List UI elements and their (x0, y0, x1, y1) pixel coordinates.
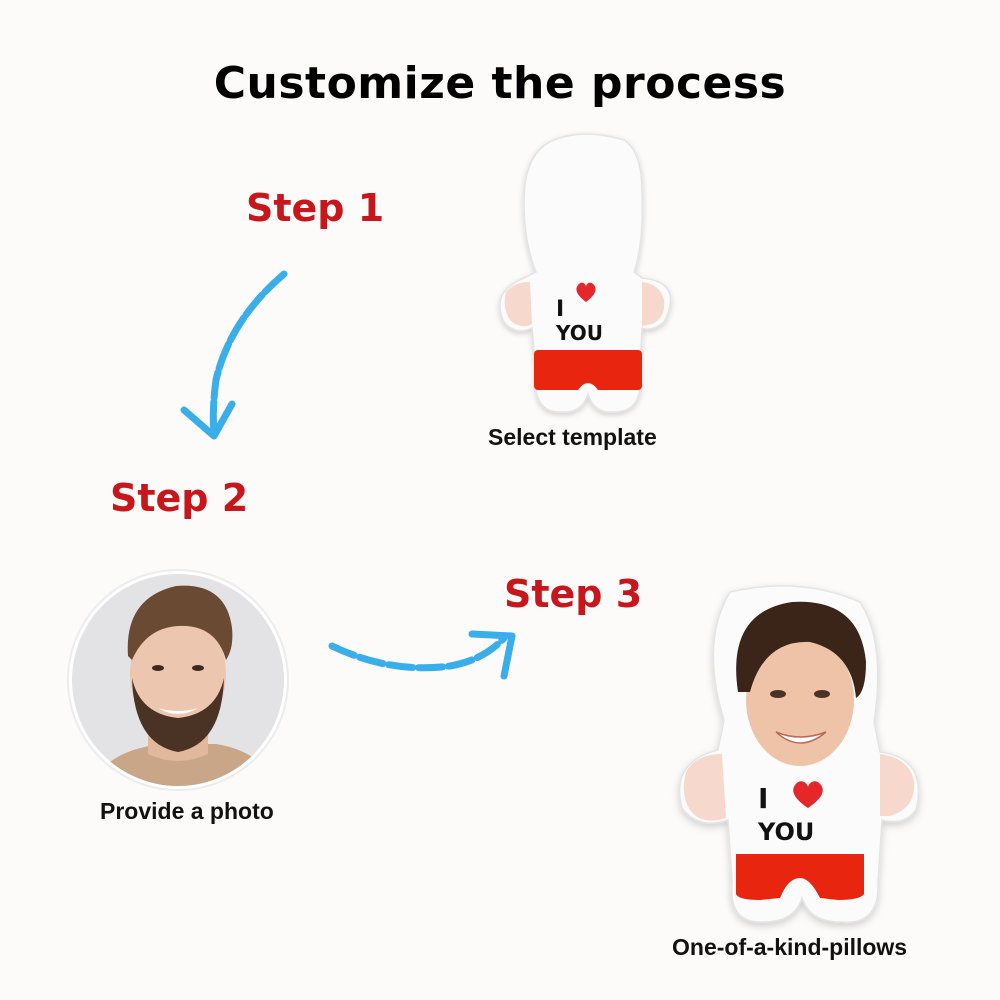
hair (127, 585, 233, 660)
step-1-caption: Select template (488, 424, 657, 450)
right-arm-skin (642, 282, 665, 326)
customer-photo[interactable] (66, 568, 290, 792)
left-arm-skin (504, 282, 532, 327)
shorts (736, 854, 864, 900)
custom-pillow[interactable]: I YOU (660, 582, 940, 932)
template-pillow[interactable]: I YOU (484, 132, 684, 422)
step-2-label: Step 2 (110, 476, 249, 520)
shorts (534, 350, 642, 390)
heart-icon (793, 781, 823, 808)
shirt-text-you: YOU (757, 818, 814, 846)
shirt-text-i: I (758, 782, 768, 815)
curved-dashed-arrow-down-icon (180, 270, 288, 440)
pillow-body (499, 133, 672, 413)
face (130, 612, 226, 736)
face (746, 634, 854, 766)
right-arm-skin (880, 754, 915, 816)
curved-dashed-arrow-right-icon (328, 630, 516, 680)
step-3-label: Step 3 (504, 572, 643, 616)
shirt-text-i: I (556, 297, 564, 322)
hair (736, 601, 866, 698)
step-1-label: Step 1 (246, 186, 385, 230)
page-title: Customize the process (213, 58, 787, 109)
step-3-caption: One-of-a-kind-pillows (672, 934, 908, 960)
beard (132, 678, 224, 752)
step-2-caption: Provide a photo (100, 798, 274, 824)
left-arm-skin (683, 754, 726, 821)
heart-icon (576, 282, 596, 302)
shirt-text-you: YOU (555, 321, 603, 345)
